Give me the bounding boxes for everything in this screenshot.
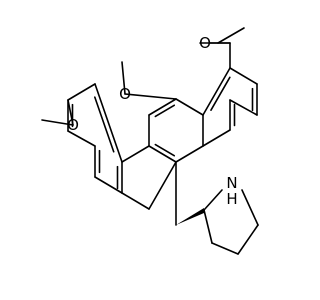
methoxy-oxygen-upper-left: O xyxy=(119,85,131,103)
bond-farleft-3 xyxy=(67,130,96,147)
bond-central-4 xyxy=(148,98,177,116)
molecule-canvas: O O O N H xyxy=(41,27,259,255)
bond-farleft-6 xyxy=(94,83,123,163)
bond-o-left-1 xyxy=(67,99,74,126)
bond-central-1 xyxy=(175,145,204,163)
bond-right-5 xyxy=(229,67,258,85)
bond-pyrrolidine-4 xyxy=(211,242,239,255)
bond-farleft-1 xyxy=(94,176,123,194)
bond-left-1 xyxy=(121,145,150,163)
bond-pyrrolidine-1 xyxy=(203,189,223,211)
bond-pyrrolidine-3 xyxy=(237,224,259,255)
bond-o-top-4 xyxy=(217,27,245,44)
bond-pyrrolidine-5 xyxy=(203,209,213,244)
bond-right-6-inner xyxy=(210,76,231,111)
bond-farleft-5 xyxy=(67,83,96,101)
bond-pyrrolidine-2 xyxy=(241,189,259,226)
pyrrolidine-hydrogen: H xyxy=(226,190,237,208)
bond-left-4 xyxy=(148,161,177,210)
bond-left-3 xyxy=(121,192,150,210)
bond-central-3 xyxy=(175,98,204,116)
bond-central-6 xyxy=(148,145,177,163)
bond-farleft-6-inner xyxy=(93,96,115,153)
methoxy-oxygen-left: O xyxy=(67,116,79,134)
bond-right-1 xyxy=(202,129,231,147)
bond-central-6-inner xyxy=(154,143,176,157)
bond-o-left-2 xyxy=(41,119,74,126)
bond-right-6 xyxy=(202,67,231,116)
bond-o-upper-left-1 xyxy=(124,93,177,100)
stereo-wedge-bond xyxy=(176,208,204,225)
atom-label-layer: O O O N H xyxy=(67,34,238,208)
bond-central-4-inner xyxy=(154,104,176,118)
methoxy-oxygen-top: O xyxy=(199,34,211,52)
bond-layer xyxy=(41,27,259,255)
bond-right-3 xyxy=(229,99,258,116)
bond-o-upper-left-2 xyxy=(121,61,126,95)
pyrrolidine-nitrogen: N xyxy=(226,174,237,192)
